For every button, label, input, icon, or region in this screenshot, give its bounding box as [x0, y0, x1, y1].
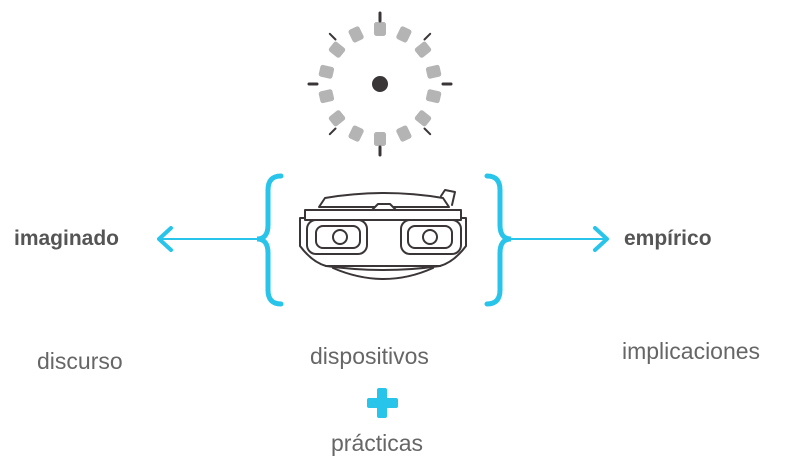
reel-tick: [328, 32, 337, 41]
reel-segment: [414, 41, 432, 58]
reel-segment: [318, 89, 335, 104]
reel-segment: [374, 132, 386, 146]
label-discurso: discurso: [37, 348, 123, 374]
label-implicaciones: implicaciones: [622, 338, 761, 364]
left-arrow: [157, 226, 259, 252]
viewmaster-reel-icon: [307, 11, 453, 157]
reel-segment: [348, 26, 364, 43]
label-practicas: prácticas: [331, 430, 424, 456]
viewmaster-viewer-icon: [299, 189, 467, 280]
reel-center: [372, 76, 388, 92]
reel-segment: [328, 110, 346, 127]
reel-segment: [425, 89, 442, 104]
reel-segment: [348, 125, 364, 142]
plus-icon: [367, 388, 398, 418]
reel-segment: [425, 64, 442, 79]
label-dispositivos: dispositivos: [310, 343, 429, 369]
reel-segment: [374, 22, 386, 36]
reel-segment: [396, 26, 412, 43]
right-brace: [484, 173, 512, 307]
reel-segment: [328, 41, 346, 58]
reel-tick: [328, 127, 337, 136]
reel-segment: [396, 125, 412, 142]
reel-tick: [423, 127, 432, 136]
label-imaginado: imaginado: [14, 227, 120, 250]
reel-segment: [414, 110, 432, 127]
reel-tick: [423, 32, 432, 41]
reel-segment: [318, 64, 335, 79]
right-arrow: [509, 226, 609, 252]
label-empirico: empírico: [624, 227, 712, 250]
left-brace: [256, 173, 284, 307]
